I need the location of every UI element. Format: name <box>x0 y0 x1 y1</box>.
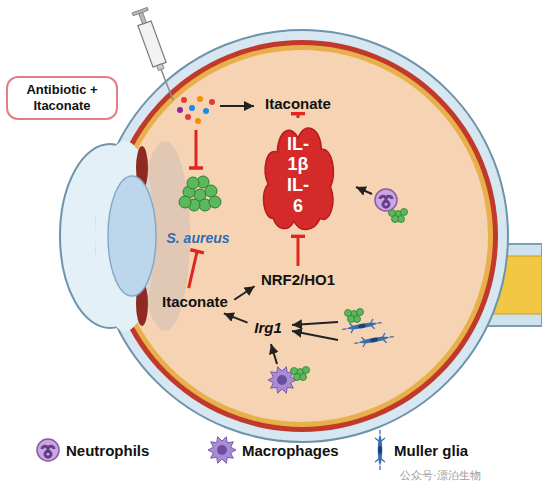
drug-particles <box>177 96 215 124</box>
induction-arrow <box>292 322 338 325</box>
cytokine-cloud: IL-1β IL-6 <box>259 118 337 233</box>
muller-glia-cells <box>345 309 364 323</box>
activation-arrow <box>234 286 254 300</box>
node-text: Antibiotic + Itaconate <box>16 82 108 113</box>
inhibition-line <box>297 236 300 266</box>
gene-label: Irg1 <box>251 318 285 338</box>
syringe <box>132 7 169 72</box>
muller-glia-cells <box>353 332 394 349</box>
node-text: Itaconate <box>265 95 331 113</box>
induction-arrow <box>271 344 277 364</box>
drug-particles <box>195 118 201 124</box>
eyeball <box>111 45 493 427</box>
cloud-shape <box>264 128 334 229</box>
node-text: NRF2/HO1 <box>261 271 335 289</box>
secretion-arrow <box>356 187 372 194</box>
legend-icons <box>375 430 385 470</box>
watermark: 公众号·漂泊生物 <box>400 468 481 483</box>
inhibition-line <box>189 251 197 288</box>
syringe <box>132 7 148 15</box>
node-text: Itaconate <box>162 293 228 311</box>
pathway-label: NRF2/HO1 <box>258 270 338 290</box>
eyeball <box>96 30 508 442</box>
eyeball <box>96 30 508 442</box>
inhibition-line <box>195 130 198 168</box>
pathogen-label: S. aureus <box>163 229 232 248</box>
macrophage-cell <box>268 367 310 394</box>
drug-particles <box>197 96 203 102</box>
drug-particles <box>177 107 183 113</box>
syringe <box>157 64 164 71</box>
lens <box>108 176 156 296</box>
legend-icons <box>37 439 59 461</box>
activation-arrow <box>224 313 248 322</box>
muller-glia-cells <box>341 309 394 349</box>
lens <box>108 176 156 296</box>
legend-icons <box>208 437 236 464</box>
induction-arrow <box>292 331 338 340</box>
inhibition-line <box>296 114 299 118</box>
drug-particles <box>189 105 195 111</box>
neutrophil-cell <box>375 189 408 223</box>
metabolite-label: Itaconate <box>159 292 231 312</box>
node-text: IL-1β IL-6 <box>287 134 309 217</box>
neutrophil-cell <box>375 189 397 211</box>
eyeball <box>116 50 488 422</box>
anterior-chamber <box>95 141 155 331</box>
syringe <box>138 21 166 67</box>
legend-icons <box>37 430 385 470</box>
release-arrow <box>220 105 254 107</box>
neutrophil-cell <box>389 209 408 223</box>
legend-text: Macrophages <box>242 442 339 459</box>
drug-particles <box>181 97 187 103</box>
staphylococcus-cluster <box>179 176 221 211</box>
macrophage-cell <box>291 367 310 381</box>
eyeball <box>106 40 498 432</box>
drug-particles <box>203 108 209 114</box>
staphylococcus-cluster <box>179 196 191 208</box>
staphylococcus-cluster <box>187 177 199 189</box>
metabolite-label: Itaconate <box>262 94 334 114</box>
legend-text: Muller glia <box>394 442 468 459</box>
syringe <box>132 7 173 100</box>
muller-glia-cells <box>341 318 382 335</box>
node-text: S. aureus <box>166 230 229 247</box>
staphylococcus-cluster <box>209 196 221 208</box>
node-text: Irg1 <box>254 319 282 337</box>
legend-text: Neutrophils <box>66 442 149 459</box>
drug-particles <box>209 99 215 105</box>
treatment-box: Antibiotic + Itaconate <box>6 76 118 119</box>
drug-particles <box>185 114 191 120</box>
